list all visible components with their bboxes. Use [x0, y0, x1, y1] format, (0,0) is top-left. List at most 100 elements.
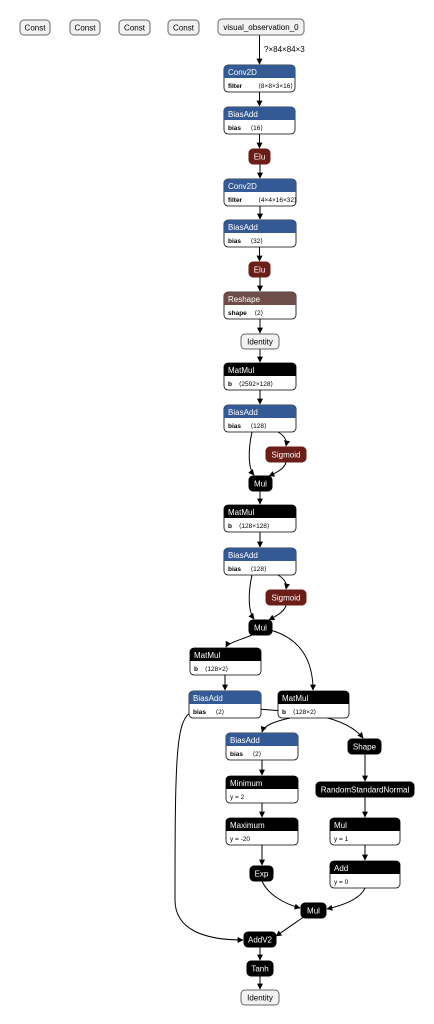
input-node[interactable]: visual_observation_0 [217, 18, 305, 36]
node-shape-label: Shape [353, 743, 377, 752]
node-bias4-title: BiasAdd [228, 551, 258, 560]
edge-bias4-mul2 [248, 574, 255, 620]
node-randnorm[interactable]: RandomStandardNormal [315, 781, 415, 798]
node-bias3-title: BiasAdd [228, 408, 258, 417]
node-identity2-label: Identity [247, 994, 273, 1003]
node-sigmoid1-label: Sigmoid [272, 451, 301, 460]
node-reshape-attr-name: shape [228, 310, 247, 317]
node-matmul2[interactable]: MatMul b ⟨128×128⟩ [223, 504, 297, 533]
edge-bias4-sigmoid2 [277, 574, 290, 590]
node-matmul2-title: MatMul [228, 508, 254, 517]
node-bias6[interactable]: BiasAdd bias ⟨2⟩ [225, 732, 299, 761]
input-node-label: visual_observation_0 [223, 23, 299, 32]
node-addv2-label: AddV2 [248, 936, 273, 945]
node-tanh[interactable]: Tanh [246, 960, 274, 977]
node-bias5-attr-value: ⟨2⟩ [216, 709, 225, 716]
node-bias4[interactable]: BiasAdd bias ⟨128⟩ [223, 547, 297, 576]
node-sigmoid2[interactable]: Sigmoid [265, 589, 307, 606]
node-bias6-attr-value: ⟨2⟩ [253, 751, 262, 758]
node-sigmoid1[interactable]: Sigmoid [265, 446, 307, 463]
node-matmul1-title: MatMul [228, 366, 254, 375]
node-conv1-attr-value: ⟨8×8×3×16⟩ [258, 83, 293, 90]
node-bias5-attr-name: bias [193, 709, 206, 716]
node-mul2[interactable]: Mul [248, 619, 273, 636]
node-bias4-attr-value: ⟨128⟩ [251, 566, 267, 573]
node-addv2[interactable]: AddV2 [243, 931, 277, 948]
node-matmul2-attr-name: b [228, 523, 232, 530]
node-matmul1[interactable]: MatMul b ⟨2592×128⟩ [223, 362, 297, 391]
node-matmul1-attr-value: ⟨2592×128⟩ [239, 381, 273, 388]
node-conv2-title: Conv2D [228, 182, 257, 191]
const-node-label: Const [25, 24, 47, 33]
node-randnorm-label: RandomStandardNormal [321, 786, 410, 795]
node-add-attr-text: y = 0 [334, 879, 349, 886]
node-reshape-title: Reshape [228, 295, 261, 304]
node-identity1[interactable]: Identity [240, 333, 280, 350]
const-node-label: Const [124, 24, 146, 33]
node-matmul4-attr-value: ⟨128×2⟩ [293, 709, 316, 716]
node-bias1[interactable]: BiasAdd bias ⟨16⟩ [223, 106, 296, 135]
edge-bias5-addv2 [174, 712, 244, 943]
graph-nodes: Const Const Const Const visual_observation_0… [19, 18, 415, 1006]
const-node[interactable]: Const [19, 19, 51, 36]
const-node[interactable]: Const [69, 19, 101, 36]
node-bias5[interactable]: BiasAdd bias ⟨2⟩ [188, 690, 262, 719]
const-node[interactable]: Const [167, 19, 200, 36]
node-bias5-title: BiasAdd [193, 694, 223, 703]
edge-bias3-mul1 [248, 431, 255, 476]
node-mul1-label: Mul [254, 480, 267, 489]
node-matmul1-attr-name: b [228, 381, 232, 388]
node-maximum-attr-text: y = -20 [230, 836, 250, 843]
node-conv1-attr-name: filter [228, 83, 243, 90]
node-bias2-attr-name: bias [228, 238, 241, 245]
node-matmul4-attr-name: b [282, 709, 286, 716]
edge-mul2-matmul4 [269, 629, 316, 691]
node-mul3-attr-text: y = 1 [334, 836, 349, 843]
node-bias2[interactable]: BiasAdd bias ⟨32⟩ [223, 219, 297, 248]
node-bias1-attr-name: bias [228, 125, 241, 132]
node-bias6-title: BiasAdd [230, 736, 260, 745]
const-node[interactable]: Const [118, 19, 151, 36]
node-conv1-title: Conv2D [228, 68, 257, 77]
edge-matmul4-bias6 [260, 717, 291, 733]
edge-sigmoid2-mul2 [268, 604, 287, 621]
node-bias1-title: BiasAdd [228, 110, 258, 119]
node-elu2[interactable]: Elu [248, 261, 271, 278]
node-elu2-label: Elu [254, 266, 266, 275]
node-bias2-title: BiasAdd [228, 223, 258, 232]
node-elu1[interactable]: Elu [248, 148, 271, 165]
node-identity2[interactable]: Identity [240, 989, 280, 1006]
node-matmul2-attr-value: ⟨128×128⟩ [239, 523, 270, 530]
node-bias4-attr-name: bias [228, 566, 241, 573]
node-matmul3-attr-name: b [194, 666, 198, 673]
node-mul1[interactable]: Mul [248, 475, 273, 492]
edge-bias3-sigmoid1 [277, 431, 290, 447]
edge-sigmoid1-mul1 [268, 461, 287, 477]
edge-add-mul4 [326, 887, 366, 911]
node-minimum-title: Minimum [230, 779, 263, 788]
const-node-label: Const [173, 24, 195, 33]
node-conv1[interactable]: Conv2D filter ⟨8×8×3×16⟩ [223, 64, 296, 93]
node-shape[interactable]: Shape [347, 738, 382, 755]
node-mul2-label: Mul [254, 624, 267, 633]
node-tanh-label: Tanh [251, 965, 268, 974]
node-exp[interactable]: Exp [249, 865, 274, 882]
const-node-label: Const [75, 24, 97, 33]
node-bias1-attr-value: ⟨16⟩ [251, 125, 263, 132]
node-bias2-attr-value: ⟨32⟩ [251, 238, 263, 245]
node-conv2-attr-name: filter [228, 197, 243, 204]
edge-mul2-matmul3 [225, 634, 253, 648]
node-conv2-attr-value: ⟨4×4×16×32⟩ [258, 197, 296, 204]
node-mul4[interactable]: Mul [300, 902, 327, 919]
node-conv2[interactable]: Conv2D filter ⟨4×4×16×32⟩ [223, 178, 297, 207]
node-bias6-attr-name: bias [230, 751, 243, 758]
